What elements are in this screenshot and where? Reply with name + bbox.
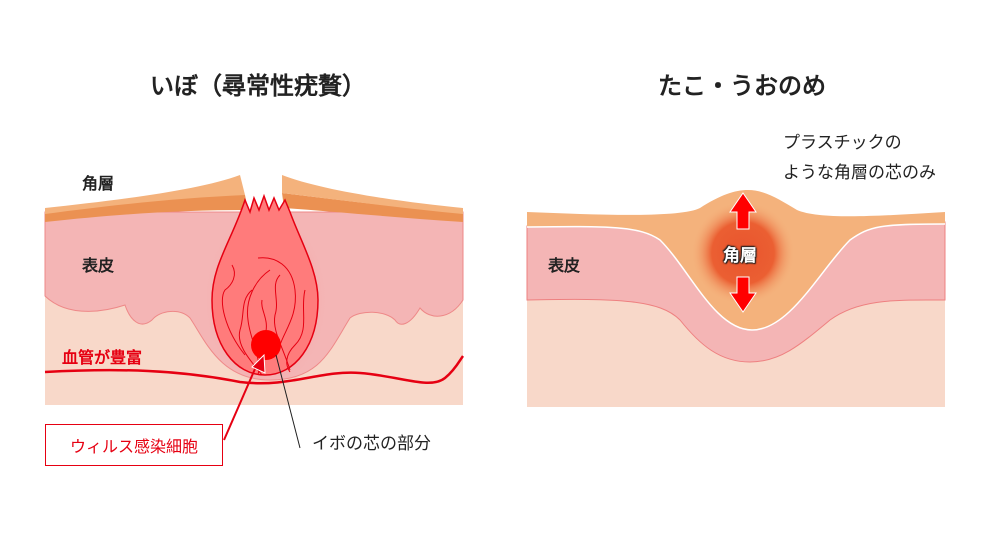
stratum-corneum-right <box>282 193 463 222</box>
corn-diagram <box>526 190 946 407</box>
infected-cell-arrow <box>223 361 259 441</box>
label-infected-cells: ウィルス感染細胞 <box>45 424 223 466</box>
arrow-down-icon <box>729 276 757 313</box>
label-blood-vessels: 血管が豊富 <box>62 348 143 367</box>
wart-title: いぼ（尋常性疣贅） <box>150 72 366 100</box>
label-epidermis: 表皮 <box>82 256 115 275</box>
arrow-up-icon <box>729 192 757 230</box>
stratum-corneum-left <box>45 194 248 222</box>
corn-core-glow <box>691 201 795 305</box>
blood-vessel <box>44 355 465 385</box>
corn-note-line1: プラスチックの <box>783 133 902 153</box>
label-epidermis-right: 表皮 <box>548 256 581 275</box>
corn-title: たこ・うおのめ <box>658 72 826 100</box>
infected-cell <box>251 330 281 360</box>
core-pointer-line <box>275 354 301 449</box>
label-stratum-corneum-right: 角層 <box>723 246 757 266</box>
corn-note-line2: ような角層の芯のみ <box>783 163 936 183</box>
label-stratum-corneum: 角層 <box>82 174 115 193</box>
wart-diagram <box>44 175 465 449</box>
label-wart-core: イボの芯の部分 <box>312 434 431 454</box>
wart-capillaries <box>221 257 306 376</box>
